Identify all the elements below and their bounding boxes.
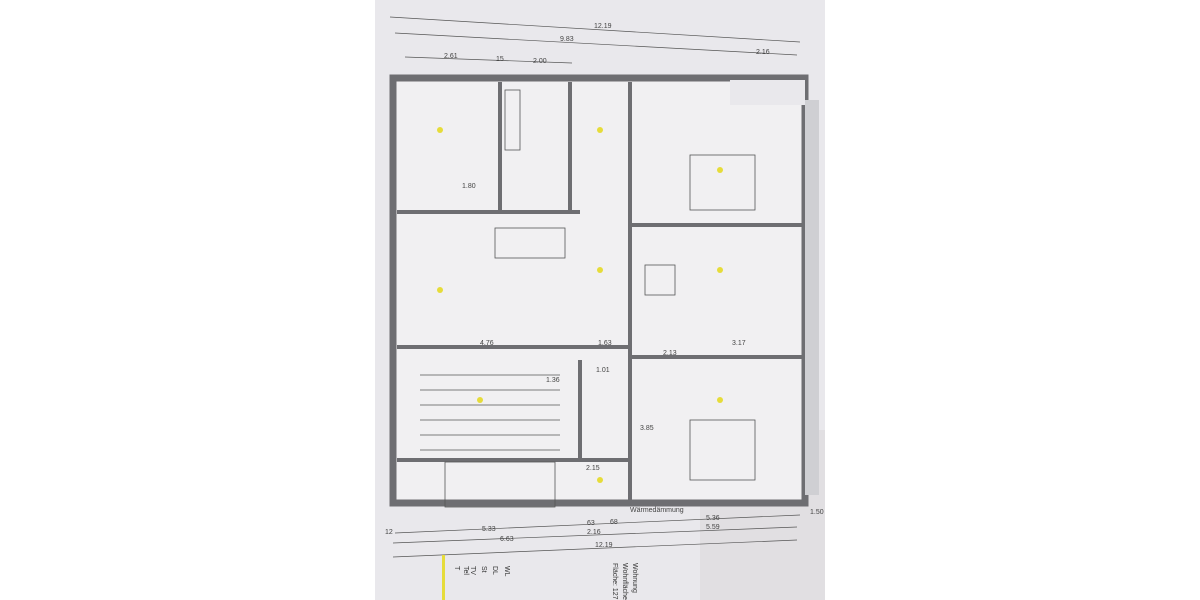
dim-inner-3: 1.01 [596,367,610,374]
dim-inner-5: 3.17 [732,340,746,347]
dim-mid-top: 2.00 [533,58,547,65]
dim-margin-bottom: 1.50 [810,509,824,516]
dim-inner-1: 4.76 [480,340,494,347]
bottom-dimensions [392,514,801,558]
legend-item: Tel [462,566,469,575]
dim-right-a-bottom: 5.36 [706,515,720,522]
dim-inner-7: 2.15 [586,465,600,472]
dim-right-top: 2.16 [756,49,770,56]
dim-inner-2: 1.63 [598,340,612,347]
dim-right-b-bottom: 5.59 [706,524,720,531]
furniture [420,89,756,508]
dim-inner-top: 9.83 [560,36,574,43]
insulation-strip [805,100,819,495]
bed-bottom [689,419,756,481]
footer-line1: Wohnung [631,563,638,593]
title-block: Wohnung Wohnfläche Fläche: 127 [611,563,638,600]
armchair [644,264,676,296]
dim-overall-bottom: 12.19 [595,542,613,549]
legend-item: WL [503,566,510,577]
footer-line2: Wohnfläche [621,563,628,600]
bathtub [504,89,521,151]
interior-walls [397,82,802,500]
dim-inner-9: 1.80 [462,183,476,190]
legend-item: DL [491,566,498,575]
recess [730,80,805,105]
legend: WL DL St TV Tel T [453,566,510,577]
dim-inner-4: 2.13 [663,350,677,357]
legend-highlight [442,555,445,600]
dim-mark-top: 15 [496,56,504,63]
footer-line3: Fläche: 127 [611,563,618,600]
dim-mid-c-bottom: 2.16 [587,529,601,536]
dim-mid-a-bottom: 63 [587,520,595,527]
balcony [444,461,556,508]
dim-marker-bottom: 12 [385,529,393,536]
dim-inner-6: 1.36 [546,377,560,384]
dim-sub-bottom: 6.63 [500,536,514,543]
kitchen-counter [494,227,566,259]
dim-inner-8: 3.85 [640,425,654,432]
insulation-label: Wärmedämmung [630,507,684,514]
legend-item: T [453,566,460,571]
dim-left-bottom: 5.33 [482,526,496,533]
bed-top [689,154,756,211]
legend-item: St [480,566,487,573]
dim-overall-top: 12.19 [594,23,612,30]
top-dimensions [389,16,801,64]
legend-item: TV [469,566,476,575]
dim-left-top: 2.61 [444,53,458,60]
dim-mid-b-bottom: 68 [610,519,618,526]
building-outline [389,74,819,507]
light-markers [437,127,723,483]
stairs [420,374,560,451]
